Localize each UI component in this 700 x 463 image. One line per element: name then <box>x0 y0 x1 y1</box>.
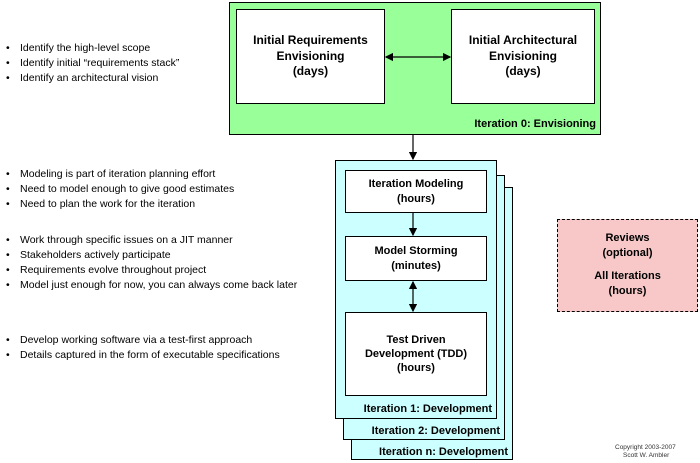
bullet-item: Develop working software via a test-firs… <box>6 333 328 348</box>
model-storming-text: Model Storming (minutes) <box>374 245 458 272</box>
iteration-n-label: Iteration n: Development <box>379 446 508 458</box>
initial-architecture-text: Initial Architectural Envisioning (days) <box>468 33 578 79</box>
copyright-line-1: Copyright 2003-2007 <box>615 444 676 451</box>
bullet-item: Requirements evolve throughout project <box>6 263 306 278</box>
all-iterations-text: All Iterations (hours) <box>594 270 661 297</box>
bullet-item: Work through specific issues on a JIT ma… <box>6 233 306 248</box>
bullet-item: Need to plan the work for the iteration <box>6 197 326 212</box>
copyright-line-2: Scott W. Ambler <box>623 452 670 459</box>
bullet-item: Details captured in the form of executab… <box>6 348 328 363</box>
iteration-1-label: Iteration 1: Development <box>363 403 492 415</box>
bullet-item: Modeling is part of iteration planning e… <box>6 167 326 182</box>
bullet-item: Identify initial “requirements stack” <box>6 56 221 71</box>
bullets-envisioning: Identify the high-level scope Identify i… <box>6 41 221 86</box>
bullet-item: Stakeholders actively participate <box>6 248 306 263</box>
initial-requirements-text: Initial Requirements Envisioning (days) <box>253 33 368 79</box>
bullet-item: Identify the high-level scope <box>6 41 221 56</box>
bullets-tdd: Develop working software via a test-firs… <box>6 333 328 363</box>
iteration-2-label: Iteration 2: Development <box>371 425 500 437</box>
iteration-modeling-text: Iteration Modeling (hours) <box>368 178 464 205</box>
initial-requirements-box: Initial Requirements Envisioning (days) <box>236 9 385 104</box>
reviews-box: Reviews (optional) All Iterations (hours… <box>557 219 698 312</box>
copyright-note: Copyright 2003-2007 Scott W. Ambler <box>615 444 699 460</box>
bullet-item: Model just enough for now, you can alway… <box>6 278 306 293</box>
initial-architecture-box: Initial Architectural Envisioning (days) <box>451 9 595 104</box>
model-storming-box: Model Storming (minutes) <box>345 236 487 281</box>
reviews-text: Reviews (optional) <box>602 232 653 259</box>
iteration-modeling-box: Iteration Modeling (hours) <box>345 170 487 213</box>
tdd-text: Test Driven Development (TDD) (hours) <box>364 333 468 375</box>
bullets-iteration-modeling: Modeling is part of iteration planning e… <box>6 167 326 212</box>
bullets-model-storming: Work through specific issues on a JIT ma… <box>6 233 306 293</box>
iteration0-label: Iteration 0: Envisioning <box>474 118 596 130</box>
bullet-item: Need to model enough to give good estima… <box>6 182 326 197</box>
bullet-item: Identify an architectural vision <box>6 71 221 86</box>
tdd-box: Test Driven Development (TDD) (hours) <box>345 312 487 396</box>
